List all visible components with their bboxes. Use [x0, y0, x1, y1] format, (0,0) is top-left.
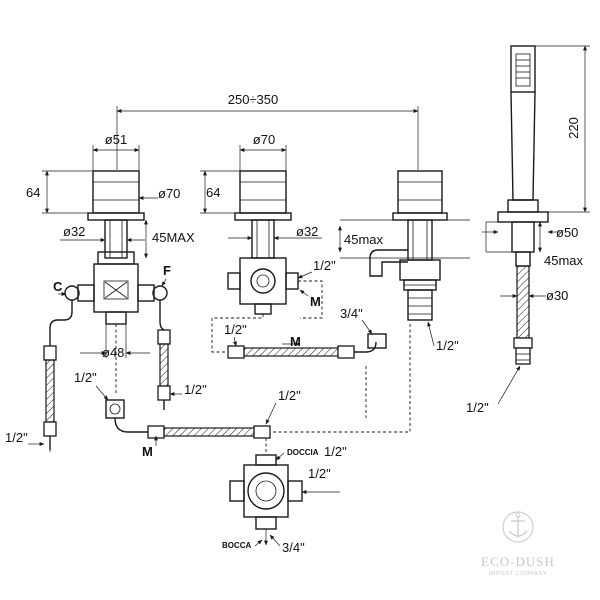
half-thread-diverter-side: 1/2"	[308, 466, 331, 481]
h220-label: 220	[566, 117, 581, 139]
half-thread-shower: 1/2"	[466, 400, 489, 415]
spacing-label: 250÷350	[228, 92, 279, 107]
max45-left-label: 45MAX	[152, 230, 195, 245]
hose-bottom-horizontal: M 1/2"	[114, 388, 301, 459]
d32-center-label: ø32	[296, 224, 318, 239]
bocca-label: BOCCA	[222, 541, 252, 550]
hose-left-inner: 1/2"	[157, 300, 207, 410]
diverter-detail-bottom: DOCCIA 1/2" 1/2" BOCCA 3/4"	[222, 438, 347, 555]
watermark-tagline: IMPORT COMPANY	[489, 571, 548, 577]
h64-center-label: 64	[206, 185, 220, 200]
d70-left-label: ø70	[158, 186, 180, 201]
spout-right-dimensions: 45max 1/2"	[338, 219, 470, 353]
label-c: C	[53, 279, 63, 294]
d32-left-label: ø32	[63, 224, 85, 239]
half-thread-spout: 1/2"	[436, 338, 459, 353]
max45-right-label: 45max	[544, 253, 584, 268]
h64-left-label: 64	[26, 185, 40, 200]
mixer-valve-left	[64, 170, 168, 325]
half-thread-left-outlet: 1/2"	[74, 370, 97, 385]
half-thread-doccia: 1/2"	[324, 444, 347, 459]
half-thread-far-left: 1/2"	[5, 430, 28, 445]
diverter-center	[211, 170, 323, 353]
half-thread-center-inlet: 1/2"	[313, 258, 336, 273]
half-thread-bottom-hose: 1/2"	[278, 388, 301, 403]
max45-center-label: 45max	[344, 232, 384, 247]
center-dimensions: ø70 64 ø32 1/2" M	[200, 132, 336, 309]
half-thread-center-hose: 1/2"	[224, 322, 247, 337]
d50-label: ø50	[556, 225, 578, 240]
d51-label: ø51	[105, 132, 127, 147]
hose-left-outer: 1/2"	[5, 300, 73, 452]
d30-label: ø30	[546, 288, 568, 303]
doccia-label: DOCCIA	[287, 448, 319, 457]
label-m-bottom: M	[142, 444, 153, 459]
hand-shower	[497, 45, 549, 365]
spout-right	[369, 170, 448, 321]
left-outlet-elbow: 1/2"	[74, 324, 125, 419]
label-m-hose: M	[290, 334, 301, 349]
hand-shower-dimensions: 220 ø50 45max ø30 1/2"	[466, 45, 590, 415]
left-valve-dimensions: ø51 64 ø70 ø32 45MAX ø48 C F	[26, 132, 195, 360]
watermark-brand: ECO-DUSH	[481, 554, 555, 569]
d48-label: ø48	[102, 345, 124, 360]
hose-center: 1/2" M 3/4"	[224, 306, 411, 433]
three-quarter-hose: 3/4"	[340, 306, 363, 321]
spacing-dimension: 250÷350	[116, 92, 419, 170]
half-thread-left-inner: 1/2"	[184, 382, 207, 397]
d70-center-label: ø70	[253, 132, 275, 147]
three-quarter-diverter: 3/4"	[282, 540, 305, 555]
label-m-center: M	[310, 294, 321, 309]
eco-dush-logo: ECO-DUSH IMPORT COMPANY	[481, 511, 555, 577]
label-f: F	[163, 263, 171, 278]
